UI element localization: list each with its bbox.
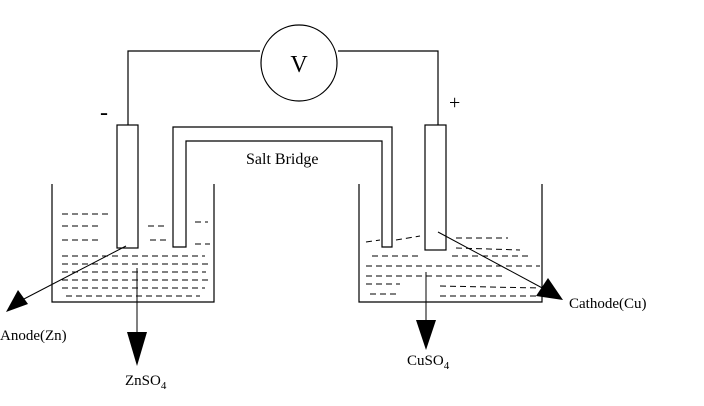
znso4-subscript: 4 [161, 380, 167, 392]
right-solution [365, 235, 541, 297]
right-wire [338, 50, 439, 125]
anode-label: Anode(Zn) [0, 328, 67, 344]
znso4-formula: ZnSO [125, 373, 161, 389]
voltmeter [260, 24, 338, 102]
anode-arrowhead [6, 290, 28, 312]
cuso4-label: CuSO4 [407, 353, 450, 372]
cathode-label: Cathode(Cu) [569, 296, 646, 312]
negative-terminal-sign: - [100, 100, 108, 126]
znso4-arrowhead [127, 332, 147, 366]
cuso4-formula: CuSO [407, 353, 444, 369]
voltmeter-symbol: V [290, 52, 308, 78]
salt-bridge-tube [172, 126, 393, 248]
left-solution [62, 213, 210, 297]
zinc-electrode [116, 124, 139, 249]
copper-electrode [424, 124, 447, 251]
cathode-arrowhead [536, 278, 563, 300]
cuso4-arrowhead [416, 320, 436, 350]
left-wire [127, 50, 260, 125]
znso4-label: ZnSO4 [125, 373, 167, 392]
left-beaker [51, 184, 215, 303]
cuso4-subscript: 4 [444, 360, 450, 372]
anode-pointer-line [21, 245, 127, 301]
salt-bridge-label: Salt Bridge [246, 151, 318, 168]
positive-terminal-sign: + [449, 92, 460, 114]
cathode-pointer-line [437, 231, 547, 291]
right-beaker [358, 184, 543, 303]
